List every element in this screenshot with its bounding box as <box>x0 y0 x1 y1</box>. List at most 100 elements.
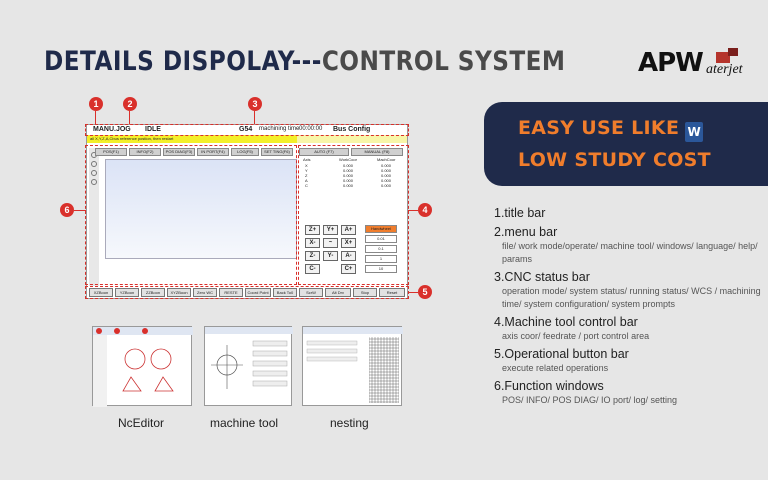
banner-line-1: EASY USE LIKE <box>518 117 680 139</box>
axis-coordinates: Axis WorkCoor MachCoor X 0.000 0.000 Y 0… <box>303 157 396 188</box>
function-window-highlight <box>85 145 297 285</box>
jog-panel: Z+ Y+ A+ X- ~ X+ Z- Y- A- C- C+ Handwhee… <box>305 225 405 280</box>
handwheel-step[interactable]: 0.01 <box>365 235 397 243</box>
marker-4-line <box>404 210 418 211</box>
tab-auto[interactable]: AUTO (F7) <box>299 148 349 156</box>
marker-4: 4 <box>418 203 432 217</box>
back-to0-button[interactable]: Back To0 <box>273 288 297 297</box>
tab-pos[interactable]: POS(F1) <box>95 148 127 156</box>
wcs-label: G54 <box>239 126 253 133</box>
jog-x-plus-button[interactable]: X+ <box>341 238 356 248</box>
jog-z-minus-button[interactable]: Z- <box>305 251 320 261</box>
axis-row: Z <box>305 173 308 178</box>
handwheel-step[interactable]: 10 <box>365 265 397 273</box>
title-part-1: DETAILS DISPOLAY--- <box>44 46 322 77</box>
jog-x-minus-button[interactable]: X- <box>305 238 320 248</box>
nesting-caption: nesting <box>330 416 369 430</box>
handwheel-step[interactable]: 1 <box>365 255 397 263</box>
apw-logo: APW aterjet <box>638 48 743 82</box>
word-icon: W <box>685 122 704 142</box>
handwheel-step[interactable]: 0.1 <box>365 245 397 253</box>
marker-2: 2 <box>123 97 137 111</box>
nceditor-preview <box>93 327 193 407</box>
function-tabs: POS(F1) INFO(F2) POS DIAG(F3) IN PORT(F4… <box>95 148 295 156</box>
jog-z-plus-button[interactable]: Z+ <box>305 225 320 235</box>
control-bar-highlight <box>298 145 409 285</box>
tool-icon[interactable] <box>91 170 97 176</box>
tab-in-port[interactable]: IN PORT(F4) <box>197 148 229 156</box>
marker-3: 3 <box>248 97 262 111</box>
machine-tool-preview <box>205 327 293 389</box>
page-title: DETAILS DISPOLAY---CONTROL SYSTEM <box>44 46 565 77</box>
time-value: 00:00:00 <box>299 126 323 132</box>
marker-5-line <box>404 292 418 293</box>
zero-wc-button[interactable]: Zero WC <box>193 288 217 297</box>
tool-icon[interactable] <box>91 161 97 167</box>
machine-tool-thumbnail <box>204 326 293 406</box>
jog-c-minus-button[interactable]: C- <box>305 264 320 274</box>
mode-label: MANU.JOG <box>93 126 131 133</box>
tab-log[interactable]: LOG(F5) <box>231 148 259 156</box>
prompt-bar-extension <box>297 135 407 143</box>
logo-main-text: APW <box>638 48 704 78</box>
button-bar-highlight <box>85 286 409 299</box>
jog-y-minus-button[interactable]: Y- <box>323 251 338 261</box>
xz-boon-button[interactable]: XZBoon <box>89 288 113 297</box>
logo-square-1 <box>716 52 730 63</box>
nesting-thumbnail <box>302 326 403 406</box>
prompt-bar: all X,Y,Z,A,Cbus reference postion, then… <box>87 135 297 143</box>
feature-item: 1.title bar <box>494 206 546 220</box>
jog-c-plus-button[interactable]: C+ <box>341 264 356 274</box>
tab-info[interactable]: INFO(F2) <box>129 148 161 156</box>
xyz-boon-button[interactable]: XYZBoon <box>167 288 191 297</box>
graphics-window <box>105 159 297 259</box>
nceditor-thumbnail <box>92 326 193 407</box>
jog-a-plus-button[interactable]: A+ <box>341 225 356 235</box>
stop-button[interactable]: Stop <box>353 288 377 297</box>
handwheel-button[interactable]: Handwheel <box>365 225 397 233</box>
coord-point-button[interactable]: Coord Point <box>245 288 271 297</box>
nesting-preview <box>303 327 403 403</box>
operation-button-bar: XZBoon YZBoon ZZBoon XYZBoon Zero WC RES… <box>87 288 407 298</box>
marker-1: 1 <box>89 97 103 111</box>
scrw-button[interactable]: ScrW <box>299 288 323 297</box>
left-toolbar <box>89 148 99 286</box>
tool-icon[interactable] <box>91 179 97 185</box>
status-label: IDLE <box>145 126 161 133</box>
reset-button[interactable]: Reset <box>379 288 405 297</box>
alt-drv-button[interactable]: Alt Drv <box>325 288 351 297</box>
logo-square-2 <box>728 48 738 56</box>
zz-boon-button[interactable]: ZZBoon <box>141 288 165 297</box>
logo-sub-text: aterjet <box>706 62 743 77</box>
tab-manual[interactable]: MANUAL (F8) <box>351 148 403 156</box>
marker-6-line <box>74 210 88 211</box>
reste-button[interactable]: RESTE <box>219 288 243 297</box>
marker-2-line <box>129 111 130 125</box>
axis-row: X <box>305 163 308 168</box>
title-bar: MANU.JOG IDLE G54 machining time 00:00:0… <box>87 125 407 135</box>
control-tabs: AUTO (F7) MANUAL (F8) <box>299 148 405 156</box>
marker-3-line <box>254 111 255 125</box>
marker-6: 6 <box>60 203 74 217</box>
jog-center-button[interactable]: ~ <box>323 238 338 248</box>
axis-row: C <box>305 183 308 188</box>
banner-line-2: LOW STUDY COST <box>518 149 711 171</box>
jog-a-minus-button[interactable]: A- <box>341 251 356 261</box>
bus-config-label: Bus Config <box>333 126 371 133</box>
yz-boon-button[interactable]: YZBoon <box>115 288 139 297</box>
jog-y-plus-button[interactable]: Y+ <box>323 225 338 235</box>
time-label: machining time <box>259 126 300 132</box>
title-part-2: CONTROL SYSTEM <box>321 46 566 77</box>
title-bar-highlight <box>85 124 409 136</box>
marker-1-line <box>95 111 96 125</box>
tab-setting[interactable]: SET TING(F6) <box>261 148 293 156</box>
nceditor-caption: NcEditor <box>118 416 165 430</box>
tab-pos-diag[interactable]: POS DIAG(F3) <box>163 148 195 156</box>
